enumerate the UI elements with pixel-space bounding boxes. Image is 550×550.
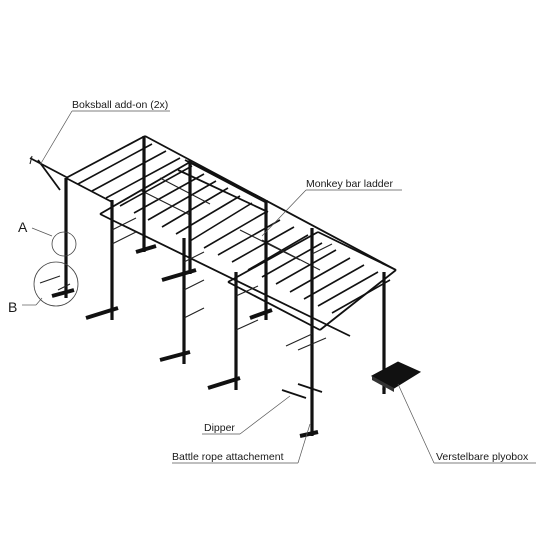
leader-lines <box>22 110 536 464</box>
label-boxing-ball: Boksball add-on (2x) <box>72 99 168 111</box>
label-battle-rope: Battle rope attachement <box>172 451 284 463</box>
label-dipper: Dipper <box>204 422 235 434</box>
top-frame <box>65 135 397 337</box>
rig-frame <box>29 135 422 438</box>
label-detail-a: A <box>18 219 28 235</box>
boxing-ball-arm <box>29 155 69 191</box>
label-monkey-bar: Monkey bar ladder <box>306 178 393 190</box>
left-upright <box>39 178 75 298</box>
detail-circle-a <box>51 231 77 257</box>
detail-circle-b <box>33 261 79 307</box>
label-plyobox: Verstelbare plyobox <box>436 451 529 463</box>
monkey-bar-rungs <box>77 143 391 314</box>
uprights <box>85 136 386 438</box>
label-detail-b: B <box>8 299 17 315</box>
plyobox <box>370 361 422 394</box>
